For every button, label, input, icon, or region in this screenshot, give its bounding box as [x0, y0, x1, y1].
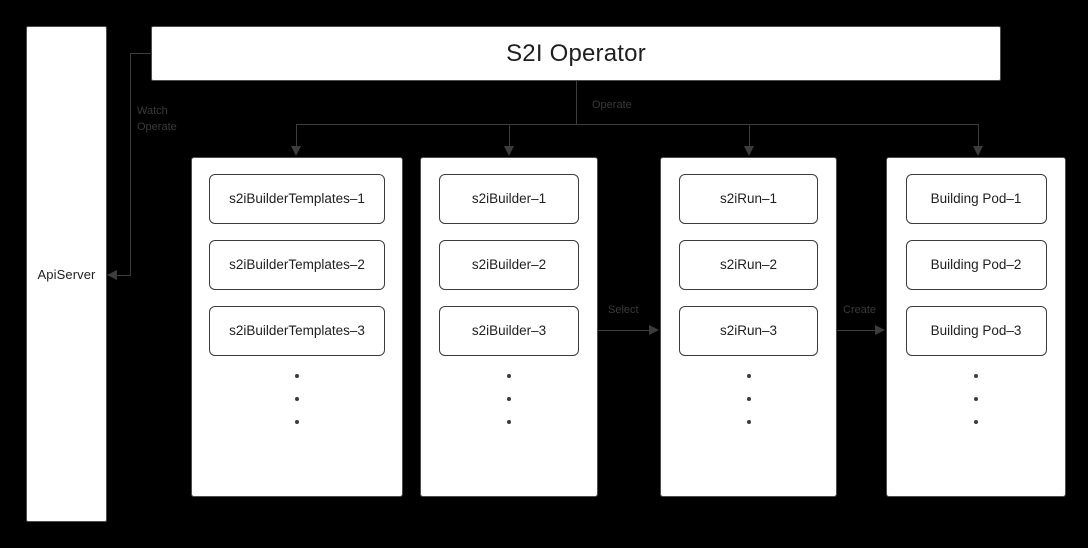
list-item[interactable]: Building Pod–1: [905, 174, 1047, 224]
ellipsis-dots: [507, 374, 511, 424]
operate-arrowhead-3: [744, 146, 754, 156]
ellipsis-dots: [295, 374, 299, 424]
dot-icon: [507, 397, 511, 401]
dot-icon: [507, 420, 511, 424]
group-s2ibuilder[interactable]: s2iBuilder–1 s2iBuilder–2 s2iBuilder–3: [420, 157, 598, 497]
list-item[interactable]: s2iRun–1: [679, 174, 818, 224]
operate-arrowhead-1: [291, 146, 301, 156]
operate-branch-1: [296, 124, 297, 147]
dot-icon: [295, 420, 299, 424]
group-item-list: s2iRun–1 s2iRun–2 s2iRun–3: [661, 158, 836, 356]
list-item[interactable]: s2iBuilder–2: [439, 240, 579, 290]
dot-icon: [295, 397, 299, 401]
operate-arrowhead-4: [973, 146, 983, 156]
list-item[interactable]: s2iBuilder–1: [439, 174, 579, 224]
select-label: Select: [608, 304, 639, 316]
list-item[interactable]: s2iBuilderTemplates–1: [209, 174, 385, 224]
list-item[interactable]: Building Pod–2: [905, 240, 1047, 290]
group-item-list: s2iBuilderTemplates–1 s2iBuilderTemplate…: [192, 158, 402, 356]
watch-operate-arrowhead: [107, 270, 117, 280]
watch-operate-edge-top: [130, 53, 152, 54]
dot-icon: [507, 374, 511, 378]
list-item[interactable]: s2iBuilderTemplates–2: [209, 240, 385, 290]
list-item[interactable]: s2iBuilderTemplates–3: [209, 306, 385, 356]
group-item-list: Building Pod–1 Building Pod–2 Building P…: [887, 158, 1065, 356]
group-item-list: s2iBuilder–1 s2iBuilder–2 s2iBuilder–3: [421, 158, 597, 356]
node-s2i-operator[interactable]: S2I Operator: [151, 26, 1001, 81]
group-s2irun[interactable]: s2iRun–1 s2iRun–2 s2iRun–3: [660, 157, 837, 497]
watch-operate-edge-stem: [130, 53, 131, 275]
select-edge: [598, 330, 650, 331]
list-item[interactable]: s2iRun–2: [679, 240, 818, 290]
dot-icon: [295, 374, 299, 378]
operate-branch-4: [978, 124, 979, 147]
create-arrowhead: [875, 325, 885, 335]
node-apiserver[interactable]: ApiServer: [26, 26, 107, 522]
group-s2ibuildertemplates[interactable]: s2iBuilderTemplates–1 s2iBuilderTemplate…: [191, 157, 403, 497]
dot-icon: [974, 420, 978, 424]
create-label: Create: [843, 304, 877, 316]
operate-edge-stem: [576, 81, 577, 124]
create-edge: [836, 330, 876, 331]
operate-branch-2: [509, 124, 510, 147]
dot-icon: [746, 420, 751, 424]
operate-label: Operate: [592, 99, 632, 111]
dot-icon: [974, 397, 978, 401]
list-item[interactable]: s2iBuilder–3: [439, 306, 579, 356]
dot-icon: [746, 397, 751, 401]
select-arrowhead: [649, 325, 659, 335]
s2i-operator-label: S2I Operator: [506, 39, 646, 67]
list-item[interactable]: s2iRun–3: [679, 306, 818, 356]
dot-icon: [974, 374, 978, 378]
dot-icon: [746, 374, 751, 378]
watch-operate-label: Watch Operate: [137, 105, 177, 133]
operate-arrowhead-2: [504, 146, 514, 156]
ellipsis-dots: [974, 374, 978, 424]
watch-operate-edge-bottom: [117, 275, 131, 276]
operate-branch-3: [749, 124, 750, 147]
apiserver-label: ApiServer: [37, 266, 96, 282]
group-building-pod[interactable]: Building Pod–1 Building Pod–2 Building P…: [886, 157, 1066, 497]
operate-edge-bus: [296, 124, 979, 125]
list-item[interactable]: Building Pod–3: [905, 306, 1047, 356]
ellipsis-dots: [746, 374, 751, 424]
